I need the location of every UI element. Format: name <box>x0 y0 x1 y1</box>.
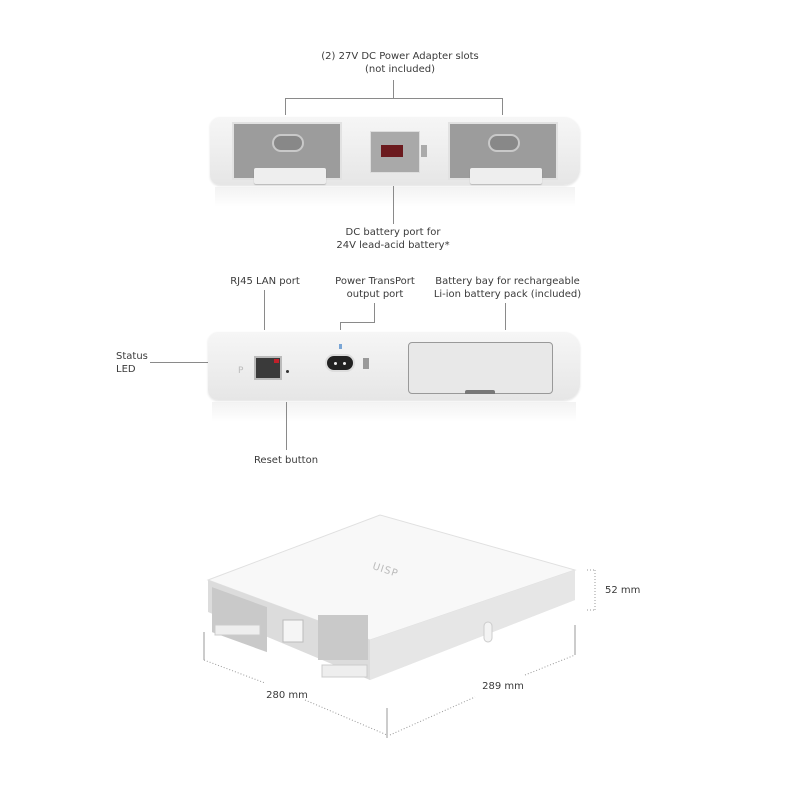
callout-line <box>502 98 503 115</box>
label-line: Li-ion battery pack (included) <box>433 289 582 300</box>
depth-dimension-label: 289 mm <box>482 681 524 692</box>
power-transport-label: Power TransPort output port <box>325 275 425 301</box>
adapter-slot-left <box>232 122 342 184</box>
pin <box>334 362 337 365</box>
rj45-port <box>254 356 282 380</box>
status-led: P <box>238 366 244 376</box>
c8-socket-icon <box>488 134 520 152</box>
device-front-view <box>210 117 580 185</box>
rj45-label: RJ45 LAN port <box>230 276 300 287</box>
callout-line <box>393 80 394 98</box>
power-adapter-slots-label: (2) 27V DC Power Adapter slots (not incl… <box>290 50 510 76</box>
label-line: Status <box>116 351 148 362</box>
c8-socket-icon <box>272 134 304 152</box>
switch-icon <box>421 145 427 157</box>
height-dimension-label: 52 mm <box>605 585 641 596</box>
reflection <box>212 402 576 422</box>
adapter-slot-right <box>448 122 558 184</box>
port-red-icon <box>381 145 403 157</box>
status-led-label: Status LED <box>116 350 156 376</box>
reflection <box>215 187 575 207</box>
power-transport-port <box>325 354 355 372</box>
dc-battery-port <box>370 131 420 173</box>
label-line: (2) 27V DC Power Adapter slots <box>321 51 479 62</box>
callout-line <box>286 402 287 450</box>
callout-line <box>285 98 503 99</box>
battery-bay-cover <box>408 342 553 394</box>
label-line: 24V lead-acid battery* <box>336 240 450 251</box>
callout-line <box>393 186 394 224</box>
port-red-icon <box>274 359 279 363</box>
dc-battery-port-label: DC battery port for 24V lead-acid batter… <box>300 226 486 252</box>
switch-icon <box>363 358 369 369</box>
callout-line <box>340 322 341 330</box>
reset-button[interactable] <box>286 370 289 373</box>
battery-bay-label: Battery bay for rechargeable Li-ion batt… <box>425 275 590 301</box>
label-line: (not included) <box>365 64 435 75</box>
device-rear-view: P <box>208 332 580 400</box>
width-dimension-label: 280 mm <box>266 690 308 701</box>
label-line: LED <box>116 364 136 375</box>
callout-line <box>285 98 286 115</box>
reset-button-label: Reset button <box>253 455 319 466</box>
callout-line <box>150 362 208 363</box>
label-line: DC battery port for <box>345 227 441 238</box>
callout-line <box>264 290 265 330</box>
slot-clip <box>254 168 326 184</box>
label-line: Battery bay for rechargeable <box>435 276 580 287</box>
battery-latch <box>465 390 495 394</box>
callout-line <box>374 303 375 323</box>
label-line: Power TransPort <box>335 276 415 287</box>
slot-clip <box>470 168 542 184</box>
pin <box>343 362 346 365</box>
callout-line <box>340 322 375 323</box>
label-line: output port <box>346 289 404 300</box>
led-icon <box>339 344 342 349</box>
callout-line <box>505 303 506 330</box>
